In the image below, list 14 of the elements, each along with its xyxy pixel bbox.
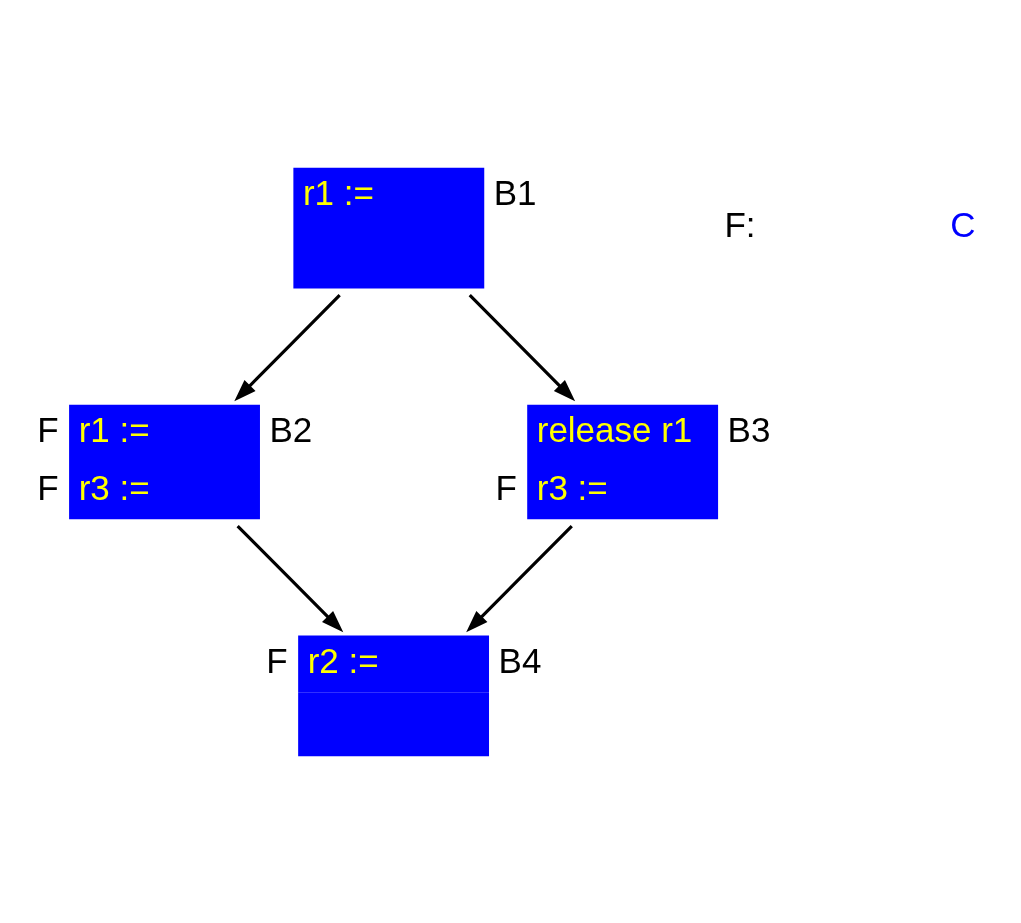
- node-label: F: [37, 409, 59, 449]
- label: F:: [724, 204, 756, 244]
- node-label: B4: [498, 640, 542, 680]
- node-label: B3: [727, 409, 771, 449]
- arrow: [468, 293, 576, 401]
- node-label: B2: [269, 409, 313, 449]
- arrow: [236, 524, 344, 632]
- node-label: F: [266, 640, 288, 680]
- label: C: [950, 204, 976, 244]
- arrow: [466, 524, 573, 632]
- node-label: F: [495, 467, 517, 507]
- node-label: B1: [493, 172, 537, 212]
- arrow: [234, 293, 341, 401]
- node-label: F: [37, 467, 59, 507]
